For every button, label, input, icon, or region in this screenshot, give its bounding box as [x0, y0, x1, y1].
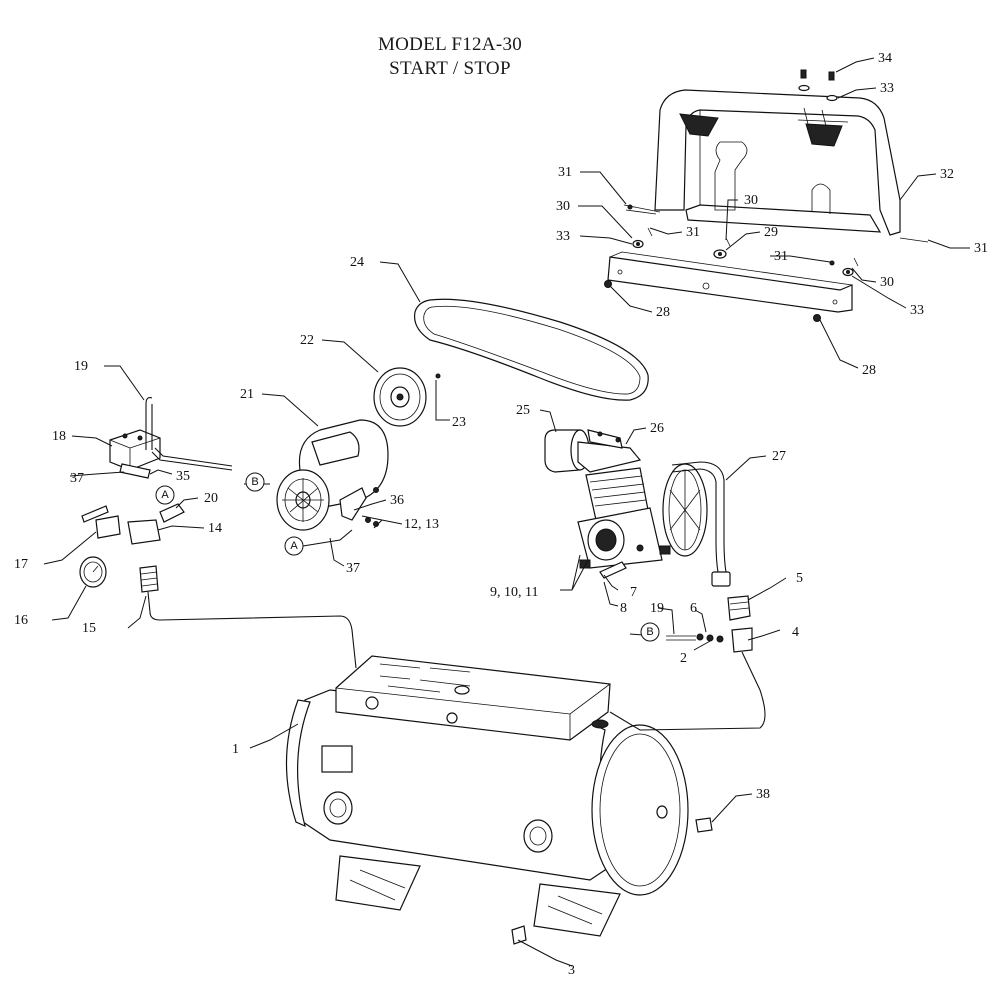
drive-belt	[413, 298, 649, 401]
part-label-12-13: 12, 13	[404, 517, 439, 532]
part-label-15: 15	[82, 621, 96, 636]
part-label-25: 25	[516, 403, 530, 418]
part-label-31-bracket: 31	[774, 249, 788, 264]
svg-text:A: A	[161, 489, 169, 501]
svg-text:B: B	[251, 476, 258, 488]
diagram-title-mode: START / STOP	[389, 58, 511, 79]
tank-hoses	[147, 591, 766, 731]
guard-bracket	[607, 251, 853, 313]
belt-guard	[654, 89, 901, 236]
part-label-31-center: 31	[686, 225, 700, 240]
part-label-8: 8	[620, 601, 627, 616]
part-label-1: 1	[232, 742, 239, 757]
leader-lines	[43, 57, 970, 967]
part-label-36: 36	[390, 493, 404, 508]
part-label-34: 34	[878, 51, 892, 66]
callout-a-pressure-switch: A	[155, 485, 175, 505]
part-label-23: 23	[452, 415, 466, 430]
part-label-33-left: 33	[556, 229, 570, 244]
check-valve-assembly	[666, 595, 753, 653]
part-label-31-top-left: 31	[558, 165, 572, 180]
svg-text:A: A	[290, 540, 298, 552]
part-label-33-right: 33	[910, 303, 924, 318]
part-label-27: 27	[772, 449, 786, 464]
callout-a-motor: A	[284, 536, 304, 556]
part-label-29: 29	[764, 225, 778, 240]
part-label-30-right: 30	[880, 275, 894, 290]
part-label-35: 35	[176, 469, 190, 484]
part-label-26: 26	[650, 421, 664, 436]
part-label-38: 38	[756, 787, 770, 802]
part-label-14: 14	[208, 521, 222, 536]
air-tank	[285, 655, 713, 945]
part-label-6: 6	[690, 601, 697, 616]
part-label-7: 7	[630, 585, 637, 600]
part-label-28-left: 28	[656, 305, 670, 320]
part-label-22: 22	[300, 333, 314, 348]
part-label-5: 5	[796, 571, 803, 586]
motor-pulley	[373, 367, 441, 427]
part-label-21: 21	[240, 387, 254, 402]
part-label-17: 17	[14, 557, 28, 572]
part-label-20: 20	[204, 491, 218, 506]
outlet-tube	[671, 461, 731, 587]
svg-text:B: B	[646, 626, 653, 638]
part-label-24: 24	[350, 255, 364, 270]
part-label-37-motor: 37	[346, 561, 360, 576]
part-label-37-switch: 37	[70, 471, 84, 486]
part-label-33-top: 33	[880, 81, 894, 96]
diagram-title-model: MODEL F12A-30	[377, 34, 523, 55]
callout-b-check-valve: B	[640, 622, 660, 642]
part-label-4: 4	[792, 625, 799, 640]
part-label-3: 3	[568, 963, 575, 978]
part-label-31-right: 31	[974, 241, 988, 256]
part-label-19-switch: 19	[74, 359, 88, 374]
part-label-16: 16	[14, 613, 28, 628]
part-label-30-center: 30	[744, 193, 758, 208]
part-label-18: 18	[52, 429, 66, 444]
part-label-32: 32	[940, 167, 954, 182]
part-labels: 1 2 3 4 5 6 7 8 9, 10, 11 12, 13 14 15 1…	[14, 51, 988, 978]
air-pump	[544, 429, 708, 579]
part-label-2: 2	[680, 651, 687, 666]
part-label-30-left: 30	[556, 199, 570, 214]
part-label-19-valve: 19	[650, 601, 664, 616]
part-label-28-right: 28	[862, 363, 876, 378]
callout-b-pressure-switch: B	[245, 472, 265, 492]
pressure-switch-assembly	[79, 397, 233, 593]
electric-motor	[276, 419, 389, 531]
part-label-9-10-11: 9, 10, 11	[490, 585, 538, 600]
guard-hardware	[604, 69, 929, 322]
